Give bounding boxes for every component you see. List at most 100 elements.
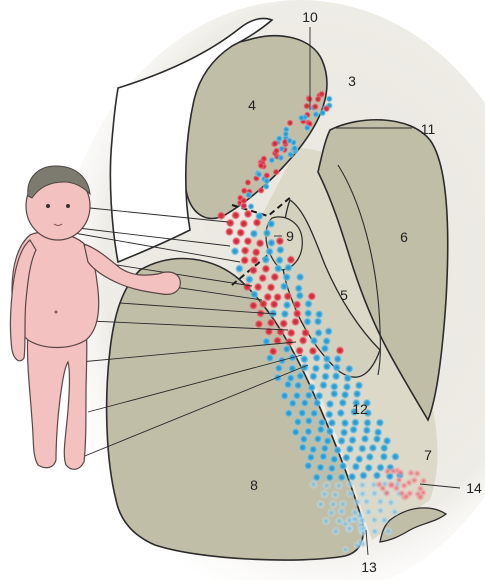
label-13: 13 [361, 559, 377, 575]
blue-cell-dot [339, 399, 347, 407]
blue-cell-dot [315, 392, 323, 400]
red-cell-dot [312, 103, 319, 110]
blue-cell-dot [384, 527, 392, 535]
blue-cell-dot [235, 264, 243, 272]
blue-cell-dot [369, 444, 377, 452]
red-cell-dot [293, 300, 301, 308]
blue-cell-dot [304, 309, 312, 317]
red-cell-dot [280, 319, 288, 327]
blue-cell-dot [274, 264, 282, 272]
blue-cell-dot [359, 471, 367, 479]
blue-cell-dot [296, 372, 304, 380]
blue-cell-dot [323, 481, 331, 489]
blue-cell-dot [330, 455, 338, 463]
red-cell-dot [262, 265, 270, 273]
red-cell-dot [395, 476, 403, 484]
blue-cell-dot [342, 546, 349, 553]
blue-cell-dot [371, 527, 379, 535]
label-14: 14 [466, 480, 482, 496]
blue-cell-dot [321, 372, 329, 380]
blue-cell-dot [325, 410, 333, 418]
blue-cell-dot [340, 428, 348, 436]
blue-cell-dot [283, 301, 291, 309]
blue-cell-dot [352, 516, 359, 523]
red-cell-dot [244, 210, 252, 218]
red-cell-dot [217, 212, 225, 220]
blue-cell-dot [364, 508, 372, 516]
blue-cell-dot [300, 355, 308, 363]
blue-cell-dot [307, 453, 315, 461]
blue-cell-dot [248, 203, 255, 210]
red-cell-dot [379, 485, 387, 493]
blue-cell-dot [329, 500, 337, 508]
red-cell-dot [413, 470, 421, 478]
blue-cell-dot [338, 473, 346, 481]
blue-cell-dot [309, 480, 317, 488]
blue-cell-dot [328, 464, 336, 472]
blue-cell-dot [339, 462, 347, 470]
red-cell-dot [267, 319, 275, 327]
blue-cell-dot [298, 409, 306, 417]
label-7: 7 [424, 447, 432, 463]
blue-cell-dot [334, 355, 342, 363]
blue-cell-dot [274, 374, 282, 382]
red-cell-dot [232, 237, 240, 245]
blue-cell-dot [276, 246, 284, 254]
blue-cell-dot [275, 364, 283, 372]
label-9: 9 [286, 228, 294, 244]
blue-cell-dot [263, 178, 270, 185]
red-cell-dot [287, 120, 294, 127]
red-cell-dot [250, 256, 258, 264]
red-cell-dot [400, 482, 408, 490]
blue-cell-dot [391, 508, 399, 516]
blue-cell-dot [281, 310, 289, 318]
blue-cell-dot [245, 192, 252, 199]
blue-cell-dot [355, 455, 363, 463]
red-cell-dot [420, 477, 428, 485]
blue-cell-dot [267, 239, 275, 247]
red-cell-dot [301, 329, 309, 337]
blue-cell-dot [321, 444, 329, 452]
red-cell-dot [256, 239, 264, 247]
blue-cell-dot [358, 490, 366, 498]
red-cell-dot [411, 477, 419, 485]
blue-cell-dot [309, 445, 317, 453]
blue-cell-dot [358, 481, 366, 489]
blue-cell-dot [322, 337, 330, 345]
blue-cell-dot [343, 374, 351, 382]
blue-cell-dot [312, 364, 320, 372]
red-cell-dot [258, 162, 265, 169]
blue-cell-dot [285, 409, 293, 417]
red-cell-dot [241, 246, 249, 254]
red-cell-dot [384, 468, 392, 476]
red-cell-dot [273, 169, 280, 176]
blue-cell-dot [319, 381, 327, 389]
blue-cell-dot [315, 310, 323, 318]
red-cell-dot [291, 318, 299, 326]
blue-cell-dot [327, 509, 335, 517]
blue-cell-dot [380, 444, 388, 452]
blue-cell-dot [301, 399, 309, 407]
blue-cell-dot [292, 428, 300, 436]
blue-cell-dot [359, 517, 366, 524]
infant-eye-icon [66, 204, 70, 208]
blue-cell-dot [326, 96, 333, 103]
blue-cell-dot [323, 355, 331, 363]
red-cell-dot [287, 256, 295, 264]
blue-cell-dot [294, 381, 302, 389]
blue-cell-dot [357, 539, 364, 546]
red-cell-dot [398, 490, 406, 498]
blue-cell-dot [335, 482, 343, 490]
red-cell-dot [245, 179, 252, 186]
blue-cell-dot [319, 110, 326, 117]
blue-cell-dot [299, 443, 307, 451]
label-11: 11 [421, 121, 436, 137]
blue-cell-dot [322, 517, 330, 525]
red-cell-dot [254, 283, 262, 291]
red-cell-dot [397, 469, 405, 477]
red-cell-dot [417, 493, 425, 501]
blue-cell-dot [353, 498, 361, 506]
blue-cell-dot [353, 390, 361, 398]
